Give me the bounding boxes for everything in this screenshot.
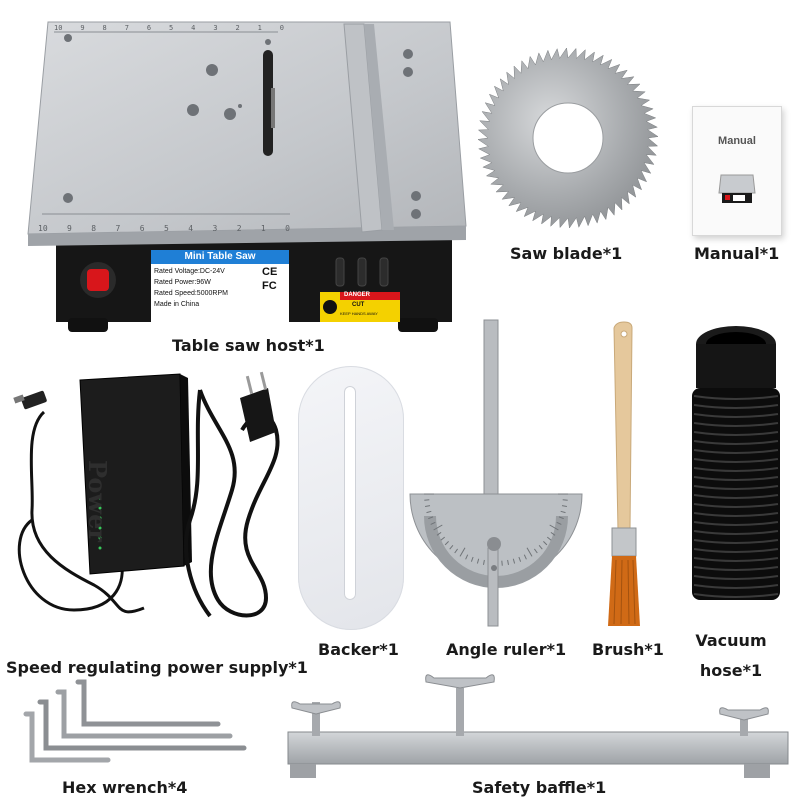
hose-rib	[693, 449, 779, 454]
protractor-tick	[459, 547, 466, 557]
ce-mark: CE	[262, 266, 278, 278]
protractor-tick	[562, 499, 568, 501]
protractor-tick	[550, 531, 556, 536]
protractor-tick	[465, 554, 469, 560]
protractor-tick	[501, 560, 503, 566]
protractor-tick	[561, 505, 567, 507]
protractor-tick	[436, 531, 442, 536]
protractor-tick	[470, 556, 474, 562]
caption-vacuum-line2: hose*1	[699, 661, 763, 680]
safety-baffle	[270, 658, 800, 786]
protractor-tick	[449, 544, 454, 550]
hose-rib	[693, 530, 779, 535]
saw-label-power: Rated Power:96W	[154, 279, 211, 286]
hose-rib	[693, 566, 779, 571]
hose-rib	[693, 476, 779, 481]
hose-rib	[693, 584, 779, 589]
hose-rib	[693, 593, 779, 598]
danger-line2: KEEP HANDS AWAY	[340, 311, 378, 316]
adapter-brand: Power	[83, 460, 112, 542]
protractor-tick	[512, 558, 516, 564]
hose-rib	[693, 485, 779, 490]
hose-rib	[693, 404, 779, 409]
hose-rib	[693, 557, 779, 562]
danger-line1: CUT	[352, 302, 365, 308]
protractor-tick	[433, 524, 443, 531]
caption-backer: Backer*1	[318, 640, 399, 659]
protractor-tick	[518, 556, 522, 562]
hose-rib	[693, 512, 779, 517]
vacuum-hose	[686, 322, 786, 608]
hose-rib	[693, 422, 779, 427]
hose-rib	[693, 431, 779, 436]
caption-saw-blade: Saw blade*1	[510, 244, 623, 263]
saw-blade	[476, 46, 660, 230]
protractor-tick	[526, 547, 533, 557]
protractor-tick	[425, 505, 431, 507]
protractor-tick	[440, 536, 446, 541]
hose-rib	[693, 395, 779, 400]
manual-cover-title: Manual	[718, 135, 756, 147]
saw-label-speed: Rated Speed:5000RPM	[154, 290, 228, 297]
hex-wrench-set	[18, 676, 248, 780]
hose-rib	[693, 458, 779, 463]
power-supply-adapter: Power	[4, 370, 304, 640]
hose-rib	[693, 521, 779, 526]
protractor-tick	[556, 521, 562, 525]
angle-ruler	[406, 318, 586, 628]
protractor-tick	[560, 510, 566, 514]
protractor-tick	[426, 510, 432, 514]
protractor-tick	[546, 536, 552, 541]
caption-brush: Brush*1	[592, 640, 664, 659]
backer-plate	[298, 366, 404, 630]
hose-rib	[693, 494, 779, 499]
hose-rib	[693, 467, 779, 472]
saw-label-voltage: Rated Voltage:DC-24V	[154, 268, 225, 275]
protractor-tick	[538, 544, 543, 550]
hose-rib	[693, 548, 779, 553]
danger-heading: DANGER	[344, 292, 371, 298]
caption-vacuum-hose: Vacuum hose*1	[688, 626, 774, 686]
caption-hex-wrench: Hex wrench*4	[62, 778, 188, 797]
protractor-tick	[430, 521, 436, 525]
hose-rib	[693, 413, 779, 418]
protractor-tick	[533, 548, 538, 554]
caption-safety-baffle: Safety baffle*1	[472, 778, 607, 797]
protractor-tick	[549, 524, 559, 531]
backer-slot	[344, 386, 356, 600]
protractor-tick	[523, 554, 527, 560]
manual-booklet: Manual	[692, 106, 782, 236]
protractor-tick	[424, 499, 430, 501]
fc-mark: FC	[262, 280, 277, 292]
hose-rib	[693, 575, 779, 580]
hose-rib	[693, 503, 779, 508]
caption-angle-ruler: Angle ruler*1	[446, 640, 567, 659]
hose-rib	[693, 539, 779, 544]
caption-table-saw-host: Table saw host*1	[172, 336, 325, 355]
protractor-tick	[558, 516, 564, 520]
caption-vacuum-line1: Vacuum	[695, 631, 767, 650]
protractor-tick	[483, 559, 485, 565]
protractor-tick	[444, 541, 449, 546]
protractor-tick	[543, 541, 548, 546]
caption-manual: Manual*1	[694, 244, 780, 263]
protractor-tick	[476, 558, 480, 564]
brush	[600, 320, 648, 636]
protractor-tick	[428, 516, 434, 520]
manual-saw-thumbnail	[718, 174, 756, 203]
saw-label-specs: Rated Voltage:DC-24V Rated Power:96W Rat…	[154, 266, 264, 310]
hose-rib	[693, 440, 779, 445]
saw-label-title: Mini Table Saw	[184, 251, 256, 262]
protractor-tick	[454, 548, 459, 554]
protractor-tick	[507, 559, 509, 565]
caption-power-supply: Speed regulating power supply*1	[6, 658, 308, 677]
saw-label-origin: Made in China	[154, 301, 200, 308]
